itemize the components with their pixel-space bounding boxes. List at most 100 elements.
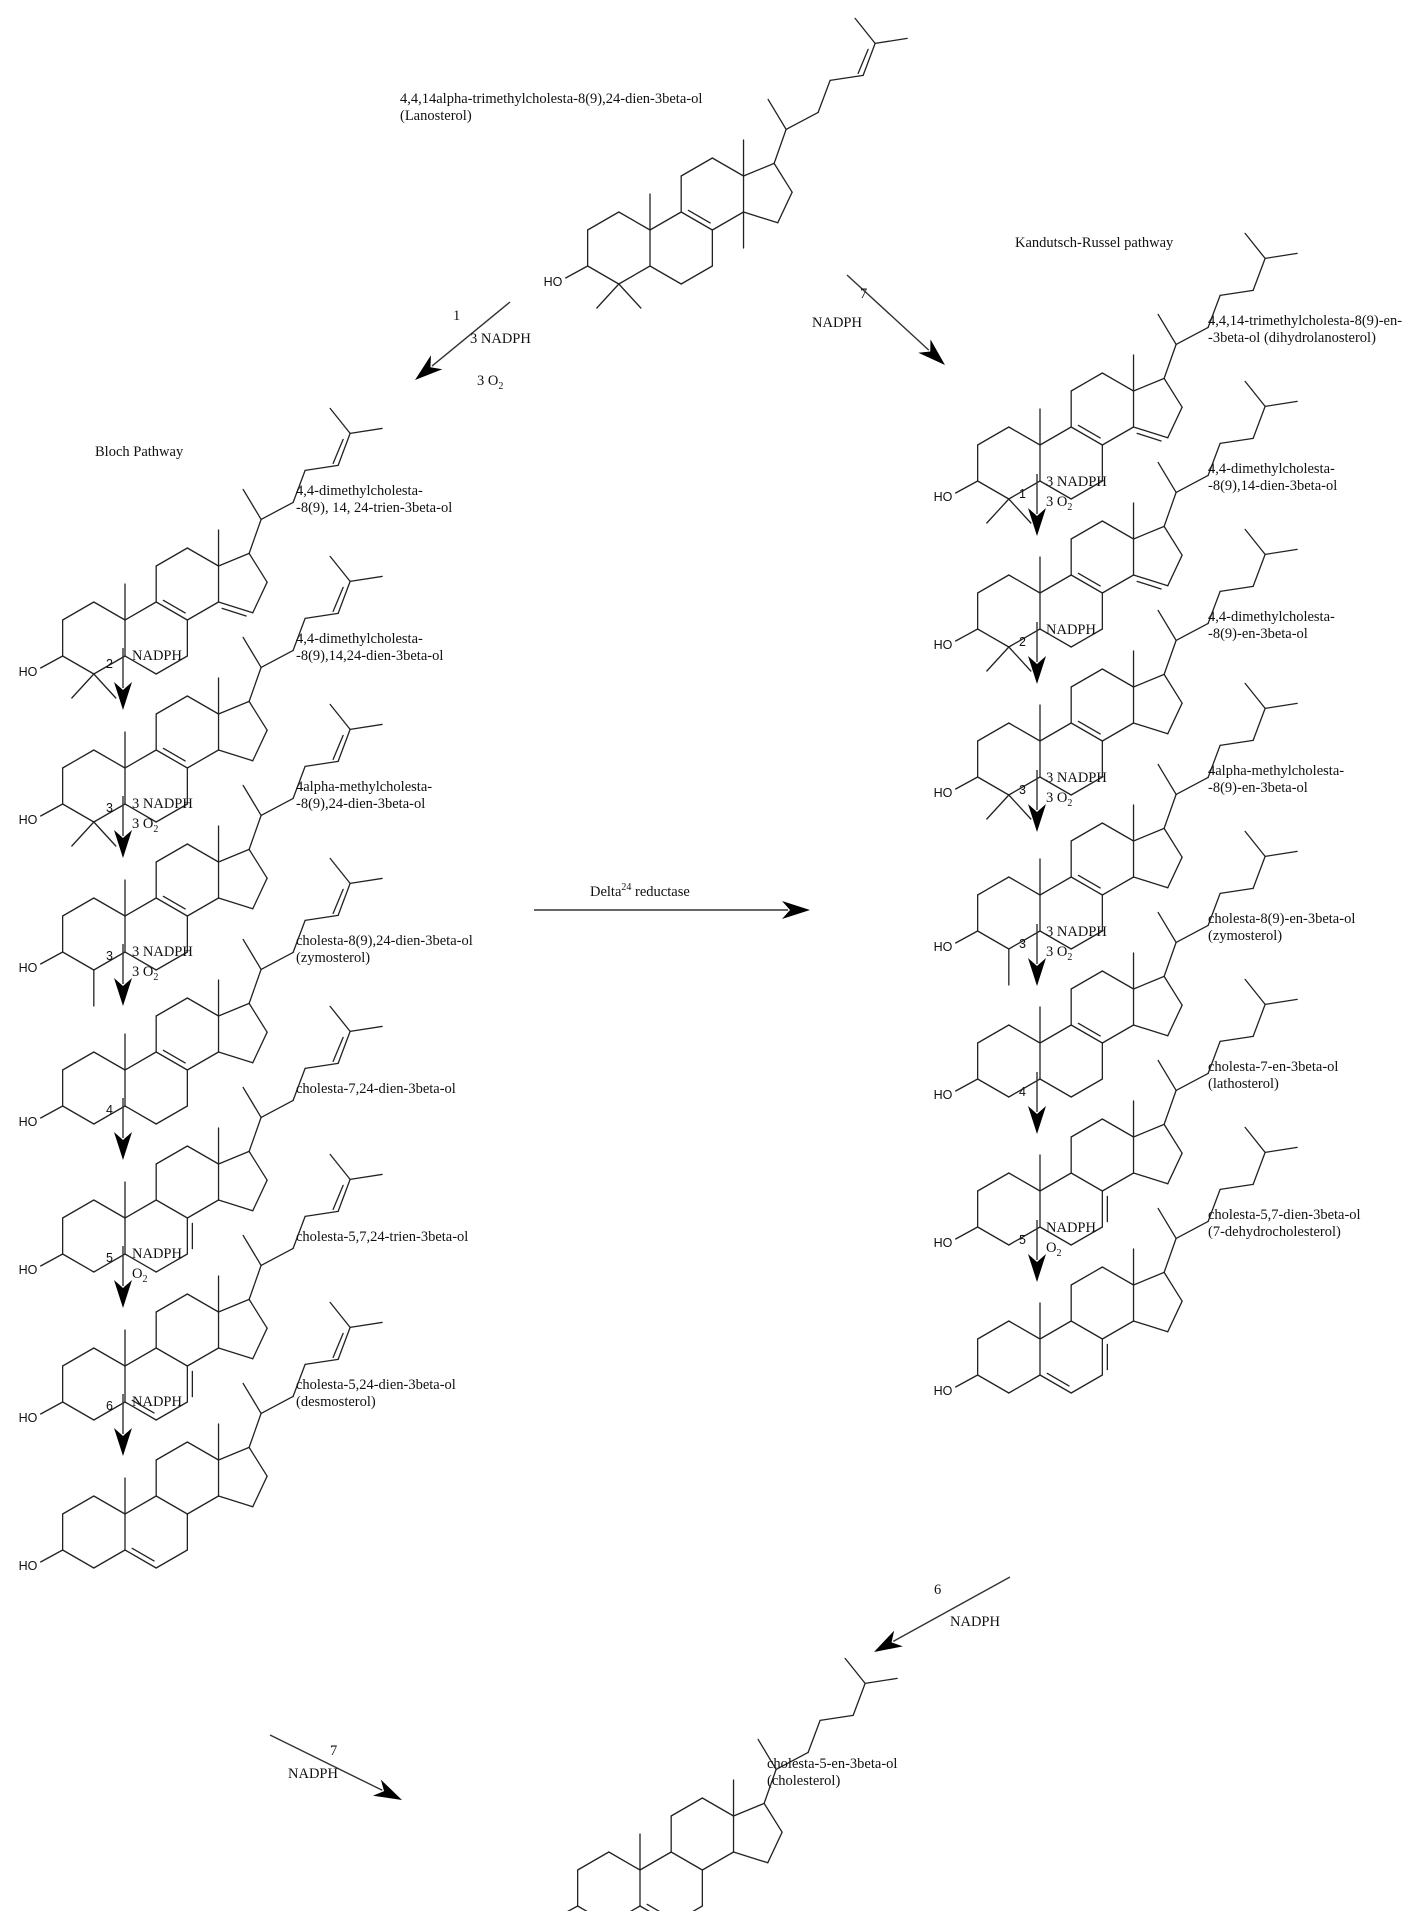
methyl-c27 bbox=[1264, 850, 1298, 858]
bond bbox=[217, 749, 254, 762]
bond bbox=[1008, 876, 1041, 896]
bond bbox=[1101, 520, 1135, 540]
bond bbox=[186, 897, 220, 917]
bond bbox=[1070, 1374, 1104, 1394]
hydroxyl-label: HO bbox=[544, 275, 563, 289]
bond bbox=[742, 211, 779, 224]
double-bond bbox=[1077, 424, 1101, 439]
bond bbox=[639, 1851, 672, 1871]
step-number: 6 bbox=[934, 1582, 941, 1598]
bond bbox=[93, 1051, 126, 1071]
bond bbox=[124, 1401, 157, 1421]
side-chain bbox=[248, 968, 262, 1005]
arrow-bloch-step-6 bbox=[114, 1394, 132, 1456]
bond bbox=[618, 265, 651, 285]
cofactor: NADPH bbox=[132, 1394, 182, 1410]
bond bbox=[1070, 776, 1104, 796]
side-chain bbox=[260, 1099, 294, 1119]
step-number: 3 bbox=[1019, 937, 1026, 951]
side-chain bbox=[819, 1714, 854, 1722]
side-chain bbox=[1252, 405, 1266, 440]
arrowhead-icon bbox=[782, 901, 810, 919]
arrowhead-icon bbox=[874, 1630, 903, 1652]
step-number: 7 bbox=[860, 286, 867, 302]
molecules-layer: HO4,4,14alpha-trimethylcholesta-8(9),24-… bbox=[19, 17, 1402, 1911]
bond bbox=[1039, 1374, 1072, 1394]
bond bbox=[1163, 525, 1183, 556]
bond bbox=[1008, 930, 1041, 950]
molecule-name-kr-2-line: 4,4-dimethylcholesta- bbox=[1208, 609, 1335, 625]
bond bbox=[155, 1495, 189, 1515]
arrowhead-icon bbox=[1028, 508, 1046, 536]
double-bond bbox=[1136, 432, 1162, 442]
side-chain bbox=[1163, 1237, 1177, 1274]
bond bbox=[1163, 1271, 1183, 1302]
bond bbox=[1070, 722, 1104, 742]
molecule-lanosterol: HO bbox=[544, 17, 908, 309]
methyl-c21 bbox=[1157, 911, 1177, 944]
bond bbox=[1167, 1152, 1183, 1185]
bond bbox=[1070, 480, 1104, 500]
step-number: 4 bbox=[1019, 1085, 1026, 1099]
arrow-bloch-step-5 bbox=[114, 1246, 132, 1308]
double-bond bbox=[162, 747, 186, 762]
molecule-kr-2: HO bbox=[934, 528, 1298, 820]
bond bbox=[217, 552, 250, 567]
bond bbox=[1008, 1226, 1041, 1246]
side-chain bbox=[1175, 924, 1209, 944]
bond bbox=[1167, 702, 1183, 735]
molecule-name-bloch-0-line: -8(9), 14, 24-trien-3beta-ol bbox=[296, 500, 452, 516]
bond bbox=[1039, 574, 1072, 594]
methyl-c21 bbox=[242, 488, 262, 521]
hydroxyl-label: HO bbox=[934, 1384, 953, 1398]
bond bbox=[155, 601, 189, 621]
bond bbox=[124, 1199, 157, 1219]
double-bond bbox=[1077, 874, 1101, 889]
bond bbox=[1008, 722, 1041, 742]
side-chain bbox=[1207, 1188, 1221, 1223]
molecule-name-kr-2: 4,4-dimethylcholesta--8(9)-en-3beta-ol bbox=[1208, 609, 1335, 642]
side-chain bbox=[1163, 1089, 1177, 1126]
arrow-kr-step-3 bbox=[1028, 924, 1046, 986]
arrow-bloch-step-4 bbox=[114, 1098, 132, 1160]
methyl-c21 bbox=[1157, 461, 1177, 494]
hydroxyl-label: HO bbox=[19, 1411, 38, 1425]
side-chain bbox=[292, 1363, 306, 1398]
double-bond-c24 bbox=[857, 48, 869, 75]
molecule-name-bloch-2-line: -8(9),24-dien-3beta-ol bbox=[296, 796, 425, 812]
molecule-name-bloch-5: cholesta-5,7,24-trien-3beta-ol bbox=[296, 1229, 468, 1245]
bond bbox=[217, 1495, 254, 1508]
double-bond bbox=[1077, 720, 1101, 735]
side-chain bbox=[1252, 855, 1266, 890]
molecule-name-bloch-1-line: -8(9),14,24-dien-3beta-ol bbox=[296, 648, 443, 664]
hydroxyl-bond bbox=[39, 1549, 64, 1563]
bond bbox=[1101, 822, 1135, 842]
methyl-c26 bbox=[1244, 380, 1266, 408]
molecule-name-bloch-6-line: cholesta-5,24-dien-3beta-ol bbox=[296, 1377, 456, 1393]
methyl-c4b bbox=[1008, 794, 1032, 820]
molecule-name-kr-3: 4alpha-methylcholesta--8(9)-en-3beta-ol bbox=[1208, 763, 1344, 796]
side-chain bbox=[304, 612, 339, 620]
cofactor: O2 bbox=[132, 1266, 147, 1285]
arrowhead-icon bbox=[114, 1280, 132, 1308]
bond bbox=[1101, 574, 1135, 594]
bond bbox=[217, 1150, 250, 1165]
arrowhead-icon bbox=[1028, 958, 1046, 986]
cofactor: 3 O2 bbox=[1046, 494, 1072, 513]
bond bbox=[1008, 1078, 1041, 1098]
side-chain bbox=[785, 111, 819, 131]
double-bond-c24 bbox=[332, 734, 344, 761]
side-chain bbox=[260, 649, 294, 669]
bond bbox=[124, 1495, 157, 1515]
side-chain bbox=[1163, 491, 1177, 528]
molecule-name-bloch-0-line: 4,4-dimethylcholesta- bbox=[296, 483, 423, 499]
cofactor: NADPH bbox=[1046, 622, 1096, 638]
bond bbox=[1167, 406, 1183, 439]
bond bbox=[124, 1253, 157, 1273]
bond bbox=[1070, 1172, 1104, 1192]
bond bbox=[1039, 776, 1072, 796]
arrow-shaft bbox=[892, 1576, 1011, 1642]
side-chain bbox=[1207, 744, 1221, 779]
methyl-c26 bbox=[1244, 528, 1266, 556]
bond bbox=[670, 1797, 704, 1817]
